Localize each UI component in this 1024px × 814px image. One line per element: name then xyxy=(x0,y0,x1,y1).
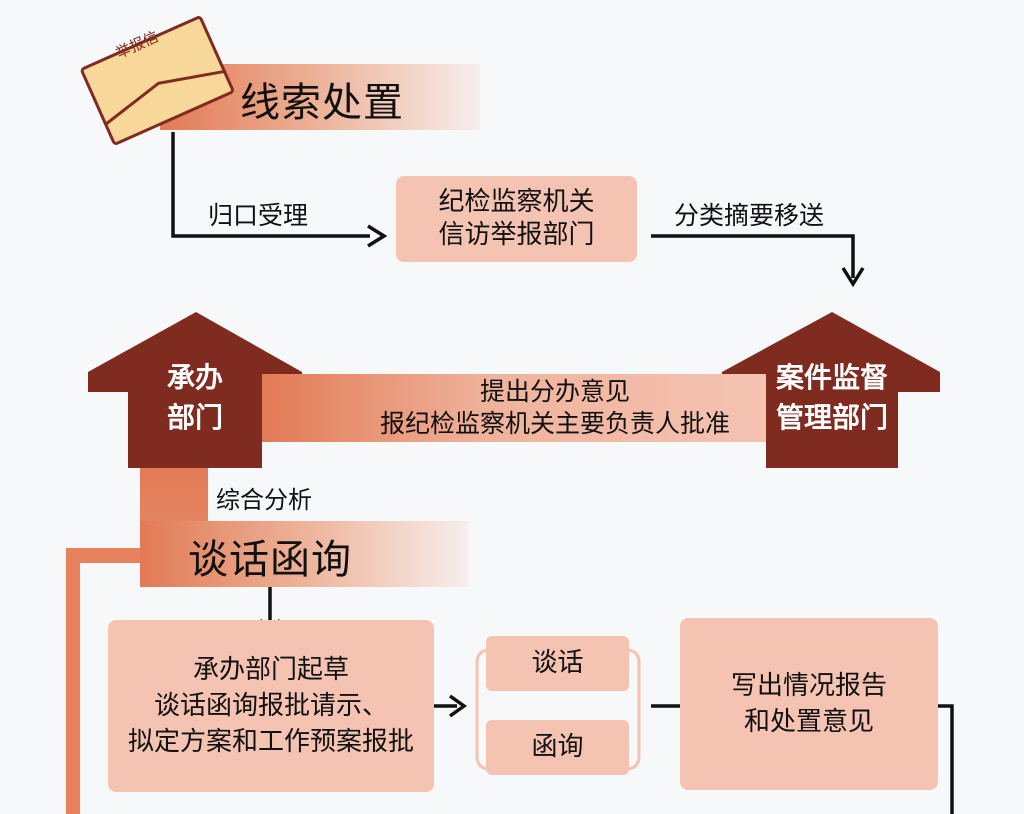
transfer-line xyxy=(651,234,855,278)
intake-label: 归口受理 xyxy=(208,201,309,230)
report-line-1: 写出情况报告 xyxy=(730,671,887,701)
talk-section-title: 谈话函询 xyxy=(188,537,352,583)
petition-dept-line-2: 信访举报部门 xyxy=(438,220,595,250)
undertaking-dept-line-1: 承办 xyxy=(166,361,223,394)
report-line-2: 和处置意见 xyxy=(743,707,874,737)
proposal-line-1: 提出分办意见 xyxy=(479,377,630,406)
draft-line-1: 承办部门起草 xyxy=(192,655,349,685)
talk-option-label: 谈话 xyxy=(531,648,584,678)
proposal-label: 提出分办意见 报纪检监察机关主要负责人批准 xyxy=(345,376,765,440)
undertaking-house xyxy=(88,312,302,468)
transfer-arrowhead xyxy=(841,267,865,288)
report-box: 写出情况报告 和处置意见 xyxy=(680,618,938,790)
draft-box: 承办部门起草 谈话函询报批请示、 拟定方案和工作预案报批 xyxy=(108,620,434,792)
inquiry-option-box: 函询 xyxy=(486,720,629,775)
undertaking-dept-line-2: 部门 xyxy=(166,401,223,434)
proposal-line-2: 报纪检监察机关主要负责人批准 xyxy=(379,409,730,438)
options-arrowhead xyxy=(448,694,468,718)
intake-arrowhead xyxy=(367,224,388,248)
petition-dept-line-1: 纪检监察机关 xyxy=(438,187,595,217)
intake-line xyxy=(171,132,370,238)
inquiry-option-label: 函询 xyxy=(531,732,584,762)
case-dept-line-2: 管理部门 xyxy=(775,401,888,434)
clue-section-title: 线索处置 xyxy=(240,80,404,126)
talk-section-banner xyxy=(140,521,468,587)
options-bracket-left xyxy=(475,648,491,771)
undertaking-dept-label: 承办 部门 xyxy=(128,358,262,438)
transfer-label: 分类摘要移送 xyxy=(674,201,825,230)
petition-dept-box: 纪检监察机关 信访举报部门 xyxy=(396,176,637,262)
case-dept-line-1: 案件监督 xyxy=(775,361,888,394)
options-bracket-right xyxy=(625,648,641,771)
draft-line-2: 谈话函询报批请示、 xyxy=(153,691,388,721)
talk-option-box: 谈话 xyxy=(486,636,629,691)
case-house xyxy=(722,312,940,468)
proposal-banner xyxy=(262,374,766,442)
analysis-label: 综合分析 xyxy=(216,486,312,514)
left-flow-bar xyxy=(66,548,140,814)
draft-line-3: 拟定方案和工作预案报批 xyxy=(127,727,414,757)
case-dept-label: 案件监督 管理部门 xyxy=(756,358,908,438)
